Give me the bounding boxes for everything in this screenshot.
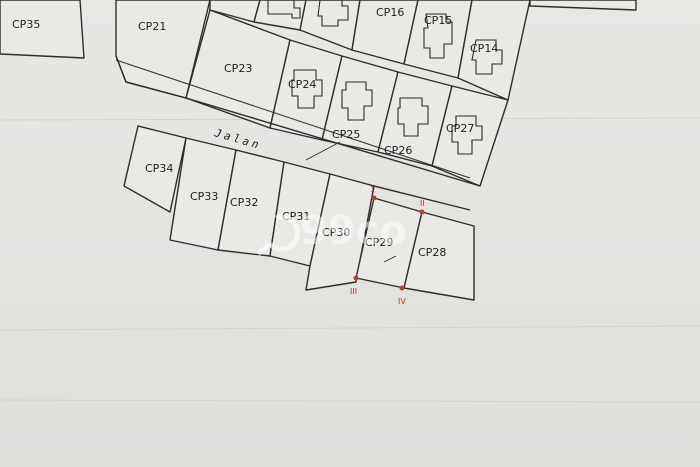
corner-marker bbox=[353, 275, 359, 281]
watermark-text: 99co bbox=[300, 208, 407, 254]
lot-label: CP25 bbox=[332, 128, 360, 141]
lot-cp35[interactable] bbox=[0, 0, 85, 59]
lot-cp34[interactable] bbox=[123, 125, 187, 213]
lot-label: CP16 bbox=[376, 6, 404, 19]
lot-cp14[interactable] bbox=[457, 0, 531, 101]
lot-cp28[interactable] bbox=[403, 211, 475, 301]
99co-logo-icon bbox=[256, 214, 301, 256]
house-icon bbox=[291, 69, 323, 109]
lot-label: CP28 bbox=[418, 246, 446, 259]
corner-label: 1 bbox=[370, 185, 375, 194]
lot-label: CP27 bbox=[446, 122, 474, 135]
lot-label: CP32 bbox=[230, 196, 258, 209]
house-footprints bbox=[267, 0, 503, 155]
lot-label: CP23 bbox=[224, 62, 252, 75]
corner-marker bbox=[399, 285, 405, 291]
corner-label: IV bbox=[398, 297, 406, 306]
lower-block bbox=[123, 125, 475, 301]
house-icon bbox=[471, 39, 503, 75]
leader-lines bbox=[305, 141, 397, 263]
lot-top-c bbox=[299, 0, 361, 51]
watermark: 99co bbox=[256, 208, 407, 256]
house-icon bbox=[397, 97, 429, 137]
lot-labels: CP35 CP21 CP23 CP24 CP25 CP26 CP27 CP16 … bbox=[12, 6, 498, 259]
lot-label: CP26 bbox=[384, 144, 412, 157]
lot-label: CP21 bbox=[138, 20, 166, 33]
house-icon bbox=[267, 0, 301, 19]
house-icon bbox=[341, 81, 373, 121]
lot-cp30[interactable] bbox=[305, 173, 375, 291]
corner-marker bbox=[419, 209, 425, 215]
house-icon bbox=[317, 0, 349, 27]
lot-label: CP34 bbox=[145, 162, 173, 175]
lot-label: CP29 bbox=[365, 236, 393, 249]
lot-label: CP24 bbox=[288, 78, 316, 91]
corner-label: II bbox=[420, 199, 425, 208]
lot-top-b bbox=[253, 0, 307, 31]
corner-markers: 1 II III IV bbox=[350, 185, 425, 306]
upper-block bbox=[0, 0, 637, 187]
house-icon bbox=[423, 13, 453, 59]
corner-marker bbox=[371, 195, 377, 201]
lot-label: CP15 bbox=[424, 14, 452, 27]
lot-label: CP14 bbox=[470, 42, 498, 55]
lot-top-right bbox=[529, 0, 637, 11]
house-icon bbox=[451, 115, 483, 155]
lot-label: CP35 bbox=[12, 18, 40, 31]
lot-label: CP33 bbox=[190, 190, 218, 203]
corner-label: III bbox=[350, 287, 357, 296]
lot-label: CP30 bbox=[322, 226, 350, 239]
